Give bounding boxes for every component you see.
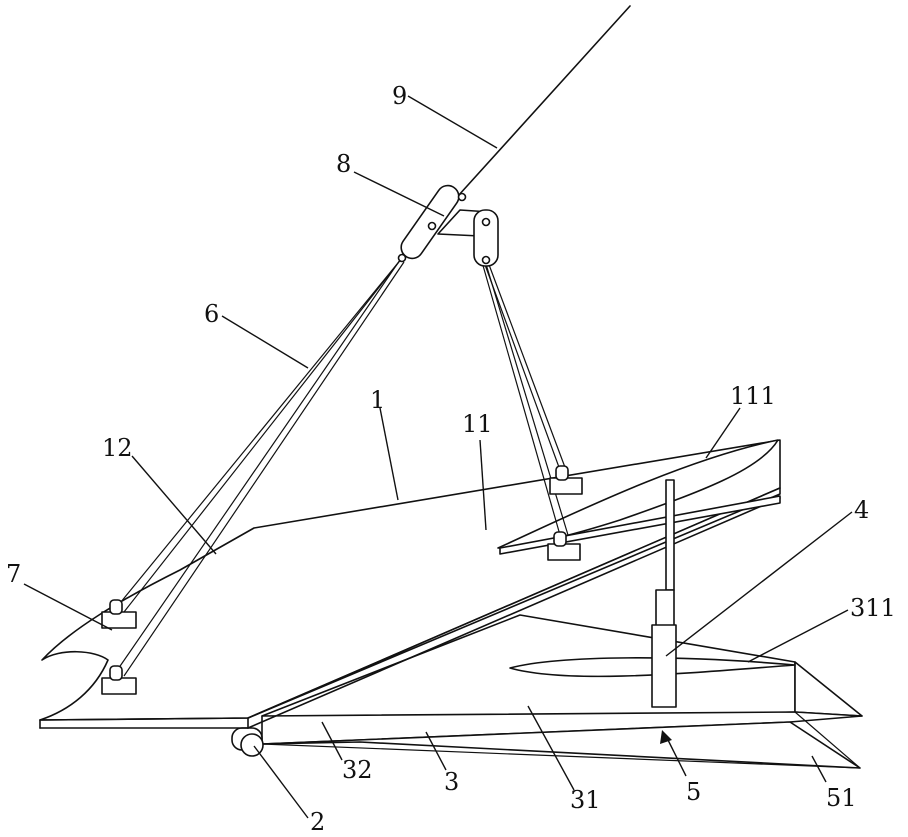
label-3: 3 xyxy=(444,768,459,796)
leader-2 xyxy=(254,746,308,818)
leader-7 xyxy=(24,584,112,630)
linkage-pin-top xyxy=(459,194,466,201)
leader-6 xyxy=(222,316,308,368)
linkage-8 xyxy=(397,181,498,266)
label-7: 7 xyxy=(6,560,21,588)
label-311: 311 xyxy=(850,594,896,622)
leader-311 xyxy=(748,610,848,662)
label-5: 5 xyxy=(686,778,701,806)
actuator-upper-cylinder xyxy=(656,590,674,630)
label-111: 111 xyxy=(730,382,776,410)
clamp-right-upper xyxy=(550,466,582,494)
lower-blade-edge-upper xyxy=(795,662,862,716)
label-1: 1 xyxy=(370,386,385,414)
leader-4 xyxy=(666,512,852,656)
leader-1 xyxy=(380,408,398,500)
leader-9 xyxy=(408,96,497,148)
label-9: 9 xyxy=(392,82,407,110)
label-2: 2 xyxy=(310,808,325,836)
label-51: 51 xyxy=(826,784,857,812)
leader-8 xyxy=(354,172,444,216)
hanger-pin-top xyxy=(483,219,490,226)
hanger-pin-bottom xyxy=(483,257,490,264)
label-6: 6 xyxy=(204,300,219,328)
linkage-pin-bottom xyxy=(399,255,406,262)
cable-9 xyxy=(458,6,630,196)
label-4: 4 xyxy=(854,496,869,524)
label-32: 32 xyxy=(342,756,373,784)
leader-12 xyxy=(132,456,216,554)
label-12: 12 xyxy=(102,434,133,462)
linkage-pin-mid xyxy=(429,223,436,230)
label-11: 11 xyxy=(462,410,493,438)
label-31: 31 xyxy=(570,786,601,814)
actuator-lower-cylinder xyxy=(652,625,676,707)
label-8: 8 xyxy=(336,150,351,178)
rope-right-b xyxy=(488,262,566,470)
actuator-rod xyxy=(666,480,674,590)
